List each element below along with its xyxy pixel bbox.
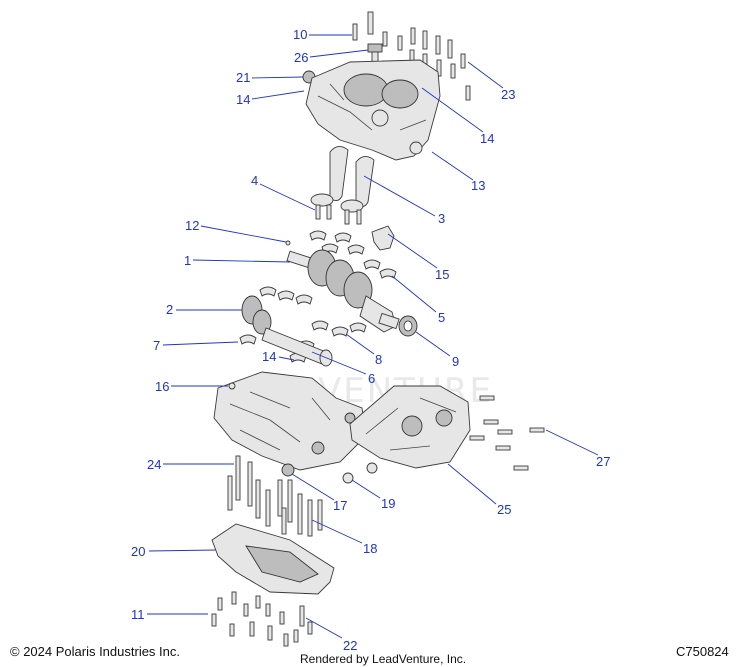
- callout-label: 3: [438, 211, 445, 226]
- callout-label: 19: [381, 496, 395, 511]
- bracket-part: [371, 225, 395, 251]
- callout-25: 25: [447, 463, 511, 517]
- callout-10: 10: [293, 27, 352, 42]
- upper-crankcase: [305, 59, 441, 161]
- crankcase-bolts: [227, 455, 323, 537]
- callout-27: 27: [545, 429, 610, 469]
- callout-21: 21: [236, 70, 304, 85]
- callout-label: 7: [153, 338, 160, 353]
- callout-16: 16: [155, 379, 228, 394]
- carrier-bolts: [469, 395, 545, 471]
- callout-label: 6: [368, 371, 375, 386]
- callout-8: 8: [345, 333, 382, 367]
- callout-19: 19: [351, 479, 395, 511]
- oil-seal: [398, 315, 418, 337]
- callout-label: 20: [131, 544, 145, 559]
- callout-label: 14: [262, 349, 276, 364]
- oil-pan-bolts: [211, 591, 313, 647]
- sensor-part: [367, 43, 383, 63]
- callout-6: 6: [311, 351, 375, 386]
- callout-15: 15: [387, 233, 449, 282]
- crankshaft: [286, 249, 400, 333]
- callout-14-right: 14: [421, 87, 494, 146]
- callout-label: 17: [333, 498, 347, 513]
- callout-12: 12: [185, 218, 287, 243]
- callout-20: 20: [131, 544, 217, 559]
- balance-shaft: [241, 295, 333, 367]
- connecting-rods: [310, 146, 375, 213]
- callout-7: 7: [153, 338, 239, 353]
- callout-label: 14: [236, 92, 250, 107]
- callout-14-top: 14: [236, 90, 305, 107]
- callout-label: 22: [343, 638, 357, 653]
- callout-label: 15: [435, 267, 449, 282]
- callout-label: 18: [363, 541, 377, 556]
- callout-5: 5: [391, 275, 445, 325]
- callout-11: 11: [131, 607, 208, 622]
- nuts: [342, 462, 378, 484]
- dowel-pin: [285, 240, 291, 246]
- callout-label: 4: [251, 173, 258, 188]
- callout-label: 13: [471, 178, 485, 193]
- drain-plug: [281, 463, 295, 477]
- callout-14-mid: 14: [262, 349, 295, 364]
- callout-label: 5: [438, 310, 445, 325]
- diagram-code: C750824: [676, 644, 729, 659]
- callout-label: 1: [184, 253, 191, 268]
- callout-label: 27: [596, 454, 610, 469]
- callout-9: 9: [415, 331, 459, 369]
- callout-17: 17: [291, 473, 347, 513]
- callout-13: 13: [431, 151, 485, 193]
- callout-4: 4: [251, 173, 316, 211]
- rod-bolts: [315, 204, 362, 225]
- callout-23: 23: [467, 61, 515, 102]
- callout-label: 23: [501, 87, 515, 102]
- callout-label: 24: [147, 457, 161, 472]
- callout-2: 2: [166, 302, 242, 317]
- lower-crankcase: [213, 371, 367, 471]
- callout-label: 12: [185, 218, 199, 233]
- callout-24: 24: [147, 457, 234, 472]
- callout-label: 9: [452, 354, 459, 369]
- callout-label: 25: [497, 502, 511, 517]
- callout-label: 8: [375, 352, 382, 367]
- callout-22: 22: [305, 617, 357, 653]
- callout-1: 1: [184, 253, 291, 268]
- callout-26: 26: [294, 49, 369, 65]
- callout-label: 11: [131, 607, 145, 622]
- oil-pan: [211, 523, 335, 595]
- copyright-text: © 2024 Polaris Industries Inc.: [10, 644, 180, 659]
- callout-label: 2: [166, 302, 173, 317]
- callout-label: 21: [236, 70, 250, 85]
- callout-label: 14: [480, 131, 494, 146]
- callout-label: 10: [293, 27, 307, 42]
- callout-3: 3: [363, 175, 445, 226]
- bearing-carrier: [349, 385, 471, 469]
- rendered-by-text: Rendered by LeadVenture, Inc.: [300, 652, 467, 666]
- callout-label: 26: [294, 50, 308, 65]
- callout-18: 18: [311, 519, 377, 556]
- callout-label: 16: [155, 379, 169, 394]
